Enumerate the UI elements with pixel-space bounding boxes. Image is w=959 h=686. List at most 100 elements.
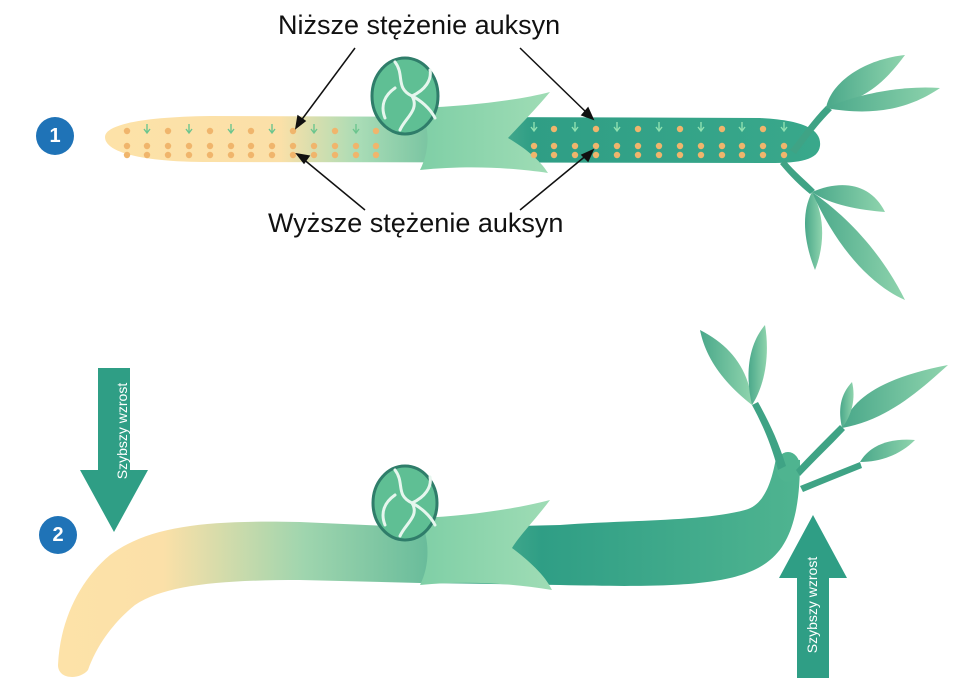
- auxin-dot: [571, 151, 579, 159]
- stage-1-leaf-upper-2: [826, 87, 940, 112]
- stage-2-seed: [371, 464, 439, 542]
- higher-concentration-label: Wyższe stężenie auksyn: [268, 208, 564, 238]
- stage-1-seedling: [105, 47, 940, 300]
- stage-2-leaf-3: [842, 365, 948, 428]
- auxin-dot: [759, 142, 767, 150]
- auxin-dot: [185, 151, 193, 159]
- auxin-arrow-icon: [697, 122, 705, 133]
- lower-concentration-label: Niższe stężenie auksyn: [278, 10, 561, 40]
- auxin-dot: [550, 142, 558, 150]
- stage-2-badge: 2: [39, 516, 77, 554]
- auxin-dot: [143, 142, 151, 150]
- auxin-dot: [571, 142, 579, 150]
- auxin-dot: [759, 151, 767, 159]
- auxin-dot: [331, 127, 339, 135]
- auxin-dot: [613, 142, 621, 150]
- auxin-dot: [227, 142, 235, 150]
- auxin-dot: [530, 151, 538, 159]
- auxin-dot: [247, 151, 255, 159]
- stage-1-leaf-lower-3: [812, 192, 905, 300]
- auxin-dot: [592, 151, 600, 159]
- auxin-dot: [372, 127, 380, 135]
- auxin-dot: [655, 142, 663, 150]
- stage-2-branch: [752, 402, 862, 492]
- stage-1-leaf-lower-1: [812, 185, 885, 212]
- auxin-dot: [331, 142, 339, 150]
- auxin-arrow-icon: [143, 124, 151, 135]
- auxin-markers: [123, 122, 788, 159]
- stage-2-seedling: [58, 325, 948, 678]
- growth-arrow-left-label: Szybszy wzrost: [114, 382, 130, 480]
- auxin-dot: [592, 142, 600, 150]
- stage-1-badge: 1: [36, 117, 74, 155]
- auxin-dot: [372, 142, 380, 150]
- stage-2-leaf-4: [840, 382, 854, 428]
- auxin-dot: [206, 127, 214, 135]
- auxin-dot: [268, 151, 276, 159]
- auxin-dot: [550, 151, 558, 159]
- auxin-dot: [227, 151, 235, 159]
- stage-2-leaf-2: [748, 325, 767, 405]
- auxin-arrow-icon: [352, 124, 360, 135]
- auxin-dot: [634, 151, 642, 159]
- auxin-arrow-icon: [738, 122, 746, 133]
- stage-2-leaf-1: [700, 330, 752, 405]
- auxin-dot: [123, 127, 131, 135]
- auxin-dot: [613, 151, 621, 159]
- stage-2-leaf-5: [860, 439, 915, 462]
- auxin-dot: [738, 142, 746, 150]
- auxin-arrow-icon: [613, 122, 621, 133]
- auxin-dot: [143, 151, 151, 159]
- auxin-dot: [780, 142, 788, 150]
- auxin-dot: [550, 125, 558, 133]
- auxin-dot: [164, 151, 172, 159]
- auxin-arrow-icon: [268, 124, 276, 135]
- auxin-dot: [718, 125, 726, 133]
- auxin-arrow-icon: [227, 124, 235, 135]
- auxin-dot: [759, 125, 767, 133]
- auxin-dot: [676, 125, 684, 133]
- auxin-dot: [206, 142, 214, 150]
- stage-1-leaf-lower-2: [804, 192, 823, 270]
- auxin-arrow-icon: [780, 122, 788, 133]
- auxin-dot: [310, 142, 318, 150]
- growth-arrow-left: [80, 368, 148, 532]
- auxin-dot: [247, 127, 255, 135]
- auxin-dot: [655, 151, 663, 159]
- auxin-dot: [268, 142, 276, 150]
- auxin-dot: [676, 151, 684, 159]
- growth-arrow-right-label: Szybszy wzrost: [804, 556, 820, 654]
- auxin-arrow-icon: [530, 122, 538, 133]
- auxin-arrow-icon: [571, 122, 579, 133]
- auxin-arrow-icon: [655, 122, 663, 133]
- auxin-dot: [634, 142, 642, 150]
- auxin-dot: [780, 151, 788, 159]
- auxin-dot: [352, 142, 360, 150]
- auxin-dot: [697, 151, 705, 159]
- auxin-dot: [289, 142, 297, 150]
- auxin-dot: [164, 142, 172, 150]
- auxin-dot: [718, 142, 726, 150]
- growth-arrow-right: [779, 515, 847, 678]
- pointer-arrows: [294, 47, 595, 211]
- auxin-dot: [289, 127, 297, 135]
- stage-1-collar: [420, 92, 550, 173]
- auxin-dot: [185, 142, 193, 150]
- auxin-dot: [247, 142, 255, 150]
- auxin-arrow-icon: [185, 124, 193, 135]
- auxin-dot: [697, 142, 705, 150]
- auxin-dot: [123, 151, 131, 159]
- auxin-dot: [331, 151, 339, 159]
- auxin-dot: [738, 151, 746, 159]
- auxin-dot: [289, 151, 297, 159]
- stage-1-branch: [780, 106, 832, 194]
- auxin-dot: [164, 127, 172, 135]
- stage-1-seed: [370, 56, 440, 136]
- auxin-dot: [530, 142, 538, 150]
- auxin-dot: [123, 142, 131, 150]
- auxin-dot: [372, 151, 380, 159]
- stage-1-leaf-upper-1: [826, 55, 905, 108]
- auxin-dot: [634, 125, 642, 133]
- auxin-dot: [592, 125, 600, 133]
